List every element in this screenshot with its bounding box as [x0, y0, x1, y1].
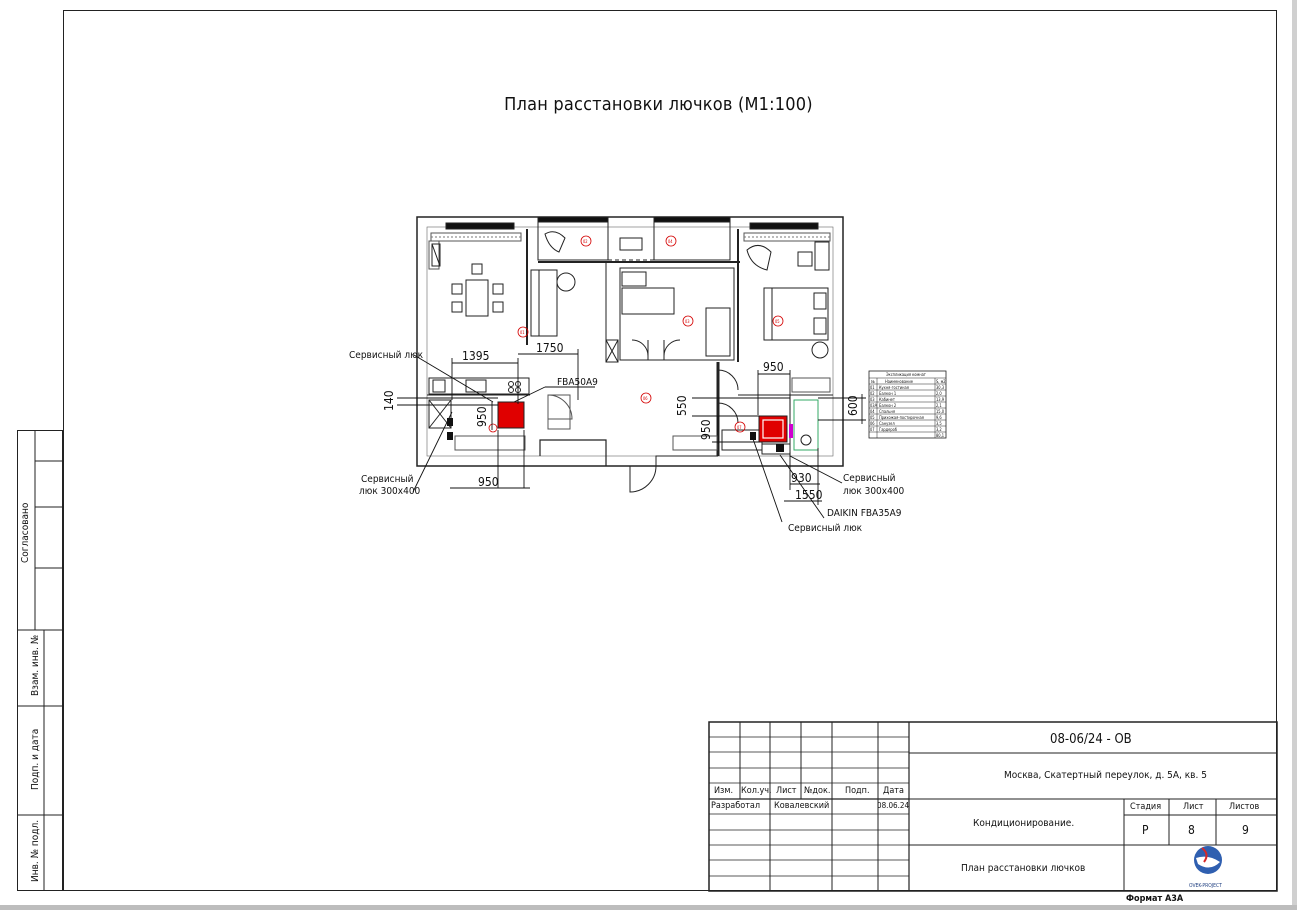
col-izm: Изм.: [714, 786, 734, 796]
sheet-label: Лист: [1183, 802, 1204, 812]
agreed-label: Согласовано: [20, 502, 31, 563]
svg-text:Гардероб: Гардероб: [879, 427, 898, 432]
svg-text:3,2: 3,2: [936, 427, 942, 432]
inv-orig-label: Инв. № подл.: [30, 819, 41, 882]
col-data: Дата: [883, 786, 904, 796]
sheets-value: 9: [1242, 823, 1249, 837]
date-value: 08.06.24: [877, 801, 910, 810]
svg-text:1550: 1550: [795, 488, 823, 502]
svg-text:Сервисный люк: Сервисный люк: [349, 350, 424, 361]
svg-text:2,0: 2,0: [936, 391, 942, 396]
format-label: Формат А3А: [1126, 894, 1184, 904]
svg-text:30,3: 30,3: [936, 385, 944, 390]
svg-text:FBA50A9: FBA50A9: [557, 377, 598, 388]
stage-label: Стадия: [1130, 802, 1162, 812]
address: Москва, Скатертный переулок, д. 5А, кв. …: [1004, 770, 1207, 781]
svg-text:люк 300х400: люк 300х400: [359, 486, 421, 497]
svg-text:03A: 03A: [870, 403, 878, 408]
svg-text:1395: 1395: [462, 349, 489, 363]
svg-text:Сервисный люк: Сервисный люк: [788, 523, 863, 534]
svg-text:930: 930: [791, 471, 812, 485]
svg-text:Экспликация комнат: Экспликация комнат: [886, 372, 926, 377]
drawing-title: План расстановки лючков (М1:100): [504, 94, 813, 115]
company-logo: OVEK-PROJECT: [1189, 846, 1222, 889]
svg-text:15,0: 15,0: [936, 409, 945, 414]
sheet-title: План расстановки лючков: [961, 863, 1086, 874]
room-tags: [488, 235, 784, 433]
sheet-value: 8: [1188, 823, 1195, 837]
svg-text:Спальня: Спальня: [879, 409, 895, 414]
svg-text:Сервисный: Сервисный: [843, 473, 896, 484]
sign-date-label: Подп. и дата: [30, 728, 41, 790]
explication-table: Экспликация комнат № Наименование S, м2 …: [868, 370, 947, 439]
svg-text:Наименование: Наименование: [885, 379, 914, 384]
section-name: Кондиционирование.: [973, 818, 1075, 829]
svg-text:люк 300х400: люк 300х400: [843, 486, 905, 497]
svg-text:2,1: 2,1: [936, 403, 942, 408]
inv-replace-label: Взам. инв. №: [30, 634, 41, 696]
svg-text:04: 04: [668, 239, 673, 244]
svg-text:550: 550: [675, 395, 689, 416]
svg-text:05: 05: [775, 319, 780, 324]
svg-text:01: 01: [520, 330, 525, 335]
svg-text:DAIKIN FBA35A9: DAIKIN FBA35A9: [827, 508, 902, 519]
svg-text:04: 04: [870, 409, 875, 414]
svg-text:600: 600: [846, 395, 860, 416]
drawing-frame: [63, 10, 1277, 891]
svg-text:06: 06: [870, 421, 875, 426]
svg-text:1750: 1750: [536, 341, 564, 355]
title-block: [708, 721, 1278, 892]
viewport-bottom-edge: [0, 905, 1297, 910]
svg-text:Сервисный: Сервисный: [361, 474, 414, 485]
doc-code: 08-06/24 - ОВ: [1050, 732, 1132, 747]
svg-text:07: 07: [870, 427, 875, 432]
svg-text:950: 950: [475, 406, 489, 427]
col-list: Лист: [776, 786, 797, 796]
svg-text:№: №: [871, 379, 875, 384]
svg-text:06: 06: [643, 396, 648, 401]
svg-text:OVEK-PROJECT: OVEK-PROJECT: [1189, 883, 1222, 889]
svg-text:03: 03: [685, 319, 690, 324]
svg-text:Балкон 1: Балкон 1: [879, 391, 896, 396]
svg-text:3,5: 3,5: [936, 421, 942, 426]
svg-text:13,9: 13,9: [936, 397, 945, 402]
sheets-label: Листов: [1229, 802, 1260, 812]
svg-text:9,6: 9,6: [936, 415, 942, 420]
viewport-scrollbar[interactable]: [1292, 0, 1297, 910]
svg-text:02: 02: [870, 391, 875, 396]
svg-text:140: 140: [382, 390, 396, 411]
role-developer: Разработал: [711, 801, 761, 811]
col-koluch: Кол.уч.: [741, 786, 772, 796]
svg-text:03: 03: [870, 397, 875, 402]
author-name: Ковалевский: [774, 801, 830, 811]
svg-text:07: 07: [737, 425, 742, 430]
svg-text:01: 01: [870, 385, 875, 390]
service-hatch-left: [497, 401, 525, 429]
svg-text:950: 950: [699, 419, 713, 440]
svg-text:Кабинет: Кабинет: [879, 397, 895, 402]
stage-value: Р: [1142, 823, 1149, 837]
col-ndok: №док.: [804, 786, 831, 796]
svg-text:950: 950: [478, 475, 499, 489]
svg-text:Балкон 2: Балкон 2: [879, 403, 896, 408]
svg-text:02: 02: [583, 239, 588, 244]
svg-text:80,1: 80,1: [936, 433, 944, 438]
svg-text:950: 950: [763, 360, 784, 374]
svg-text:Прихожая-постирочная: Прихожая-постирочная: [879, 415, 924, 420]
svg-text:05: 05: [870, 415, 875, 420]
svg-text:S, м2: S, м2: [936, 379, 946, 384]
svg-text:Санузел: Санузел: [879, 421, 895, 426]
svg-text:Кухня-гостиная: Кухня-гостиная: [879, 385, 909, 390]
col-podp: Подп.: [845, 786, 870, 796]
approval-strip: [17, 430, 63, 891]
